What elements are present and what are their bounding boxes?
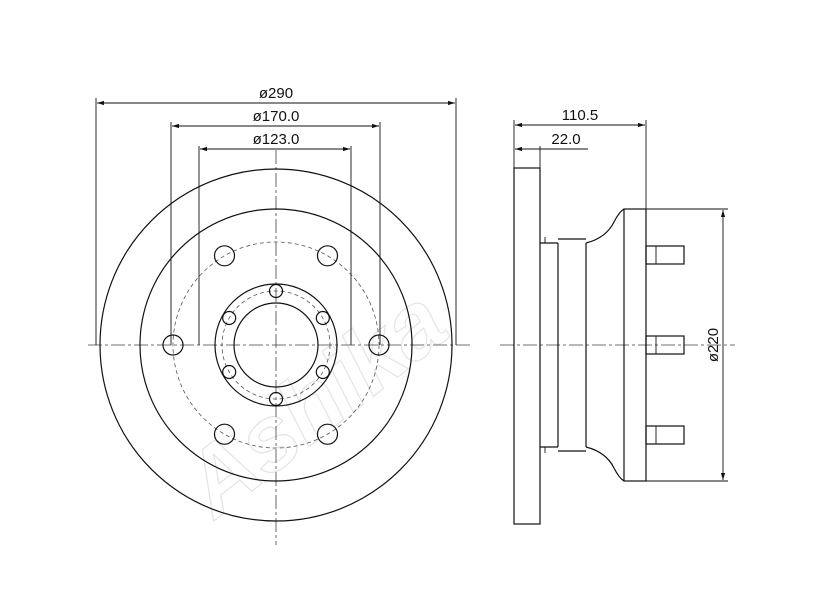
front-dimensions: ø290 ø170.0 ø123.0 xyxy=(95,85,457,345)
dim-label-middle-diameter: ø170.0 xyxy=(253,108,300,125)
dim-label-inner-diameter: ø123.0 xyxy=(253,131,300,148)
side-dimensions: 110.5 22.0 ø220 xyxy=(513,107,728,482)
wheel-stud-bottom xyxy=(645,425,685,445)
wheel-bolt-hole xyxy=(316,423,339,445)
wheel-bolt-hole xyxy=(316,245,339,267)
hub-bolt-circle xyxy=(221,290,331,400)
wheel-bolt-holes xyxy=(162,245,390,445)
wheel-stud-middle xyxy=(645,335,685,355)
center-bore xyxy=(233,302,319,388)
disc-cross-section xyxy=(513,167,541,525)
wheel-bolt-hole xyxy=(162,334,184,356)
wheel-bolt-hole xyxy=(213,423,236,445)
hub-bolt-hole xyxy=(315,310,330,326)
dim-label-outer-diameter: ø290 xyxy=(259,85,293,102)
dim-label-disc-thickness: 22.0 xyxy=(551,131,580,148)
front-view xyxy=(88,150,470,545)
hub-bolt-hole xyxy=(268,391,284,407)
wheel-bolt-hole xyxy=(213,245,236,267)
disc-outer-edge xyxy=(99,168,453,522)
side-view xyxy=(500,167,735,525)
wheel-bolt-hole xyxy=(368,334,390,356)
wheel-bolt-circle xyxy=(172,241,380,449)
dim-label-total-height: 110.5 xyxy=(562,107,598,124)
watermark-logo: Ashika xyxy=(163,270,465,537)
wheel-stud-top xyxy=(645,245,685,265)
hub-bolt-hole xyxy=(268,283,284,299)
friction-ring-inner-edge xyxy=(139,208,413,482)
hub-bolt-hole xyxy=(222,364,237,380)
hub-flange-top-curve xyxy=(585,208,625,244)
hub-bolt-holes xyxy=(222,283,330,407)
hub-bolt-hole xyxy=(315,364,330,380)
dim-label-hub-diameter: ø220 xyxy=(705,328,722,362)
hub-flange-bottom-curve xyxy=(585,446,625,482)
hub-bolt-hole xyxy=(222,310,237,326)
